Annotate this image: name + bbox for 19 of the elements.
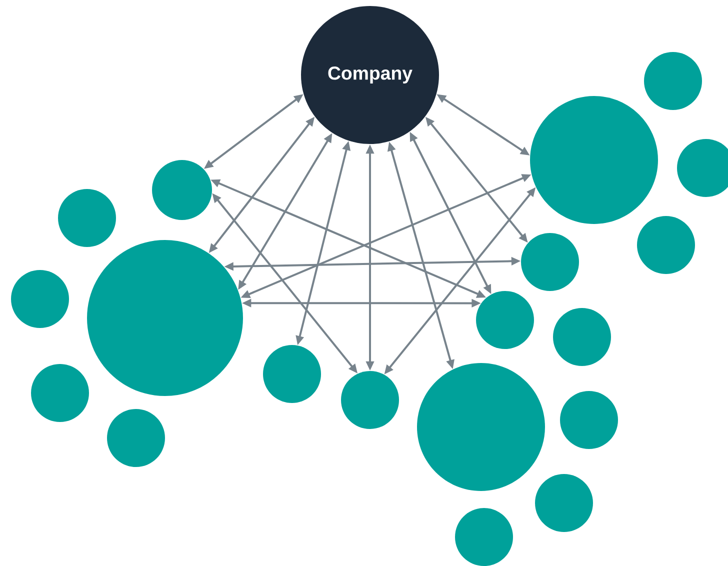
circle-node	[553, 308, 611, 366]
circle-node	[31, 364, 89, 422]
circle-node	[644, 52, 702, 110]
circle-node	[152, 160, 212, 220]
circle-node	[455, 508, 513, 566]
circle-node	[87, 240, 243, 396]
circle-node	[637, 216, 695, 274]
circle-node	[417, 363, 545, 491]
circle-node	[263, 345, 321, 403]
circle-node	[107, 409, 165, 467]
circle-node	[11, 270, 69, 328]
circle-node	[58, 189, 116, 247]
circle-node	[530, 96, 658, 224]
circle-node	[341, 371, 399, 429]
circle-node	[521, 233, 579, 291]
circle-node	[535, 474, 593, 532]
circle-node	[476, 291, 534, 349]
circle-node	[560, 391, 618, 449]
circle-node: Company	[301, 6, 439, 144]
